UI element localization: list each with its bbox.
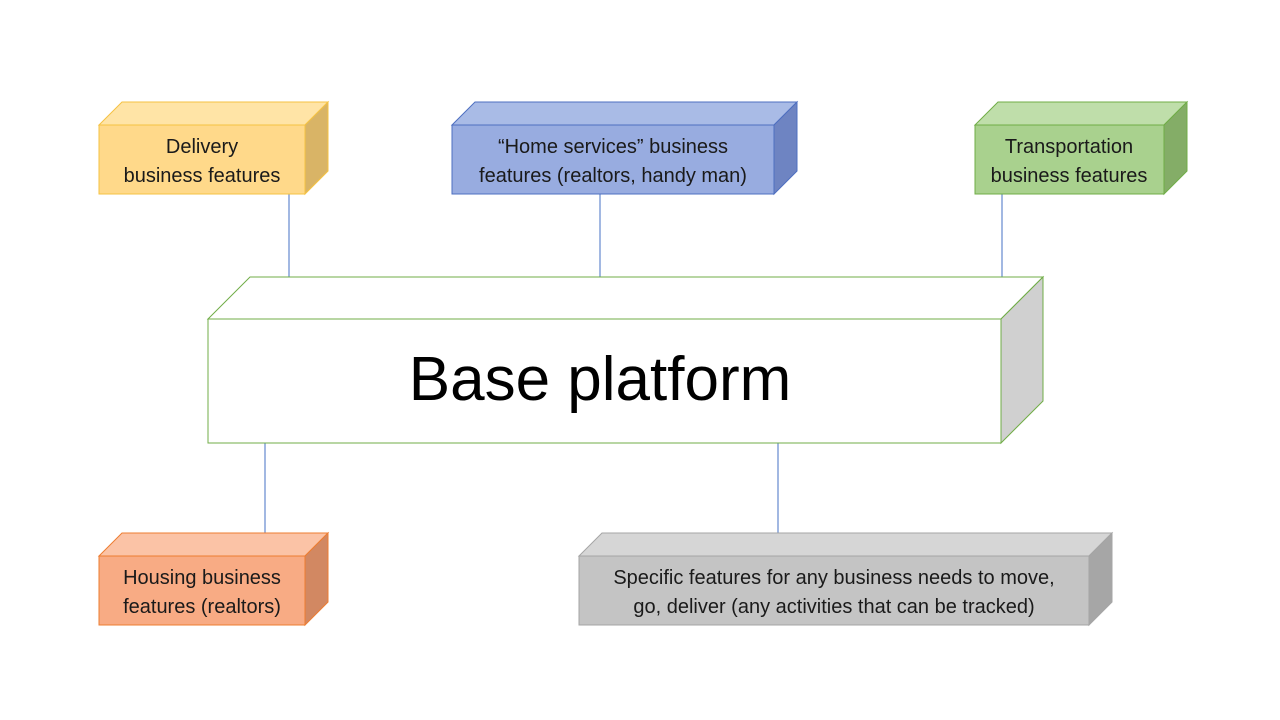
transportation-front-face: [974, 124, 1165, 195]
housing-front-face: [98, 555, 306, 626]
base-platform-top-face: [206, 276, 1045, 320]
specific-features-front-face: [578, 555, 1090, 626]
housing-top-face: [97, 532, 330, 557]
transportation-label-line2: business features: [991, 165, 1148, 187]
delivery-front-face: [98, 124, 306, 195]
connectors: [264, 194, 1003, 533]
specific-features-block: Specific features for any business needs…: [577, 531, 1114, 627]
transportation-label-line1: Transportation: [1005, 136, 1133, 158]
housing-features-block: Housing business features (realtors): [97, 531, 330, 627]
delivery-top-face: [97, 101, 330, 126]
specific-features-label-line2: go, deliver (any activities that can be …: [633, 596, 1034, 618]
home-services-label-line2: features (realtors, handy man): [479, 165, 747, 187]
delivery-label-line2: business features: [124, 165, 281, 187]
home-services-features-block: “Home services” business features (realt…: [450, 100, 799, 196]
delivery-label-line1: Delivery: [166, 136, 238, 158]
specific-features-top-face: [577, 532, 1114, 557]
home-services-front-face: [451, 124, 775, 195]
transportation-features-block: Transportation business features: [973, 100, 1189, 196]
base-platform-block: Base platform: [206, 275, 1045, 445]
base-platform-front-face: [207, 318, 1002, 444]
specific-features-label-line1: Specific features for any business needs…: [613, 567, 1054, 589]
delivery-features-block: Delivery business features: [97, 100, 330, 196]
transportation-top-face: [973, 101, 1189, 126]
home-services-top-face: [450, 101, 799, 126]
housing-label-line2: features (realtors): [123, 596, 281, 618]
housing-label-line1: Housing business: [123, 567, 281, 589]
base-platform-label: Base platform: [409, 345, 792, 414]
home-services-label-line1: “Home services” business: [498, 136, 728, 158]
